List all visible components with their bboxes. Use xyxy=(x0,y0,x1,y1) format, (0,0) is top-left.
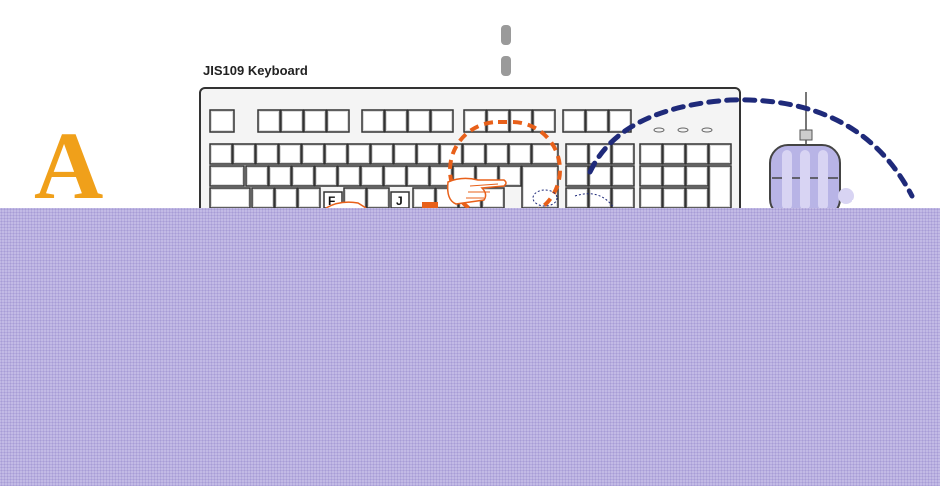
key-face xyxy=(327,146,345,162)
key-face xyxy=(369,190,387,206)
key-face xyxy=(614,190,632,206)
key-face xyxy=(484,190,502,206)
key-face xyxy=(433,112,451,130)
key-face xyxy=(350,146,368,162)
key-j-label: J xyxy=(396,194,403,208)
lavender-overlay-panel xyxy=(0,208,940,486)
key-face xyxy=(591,190,609,206)
key-face xyxy=(304,146,322,162)
function-key-row xyxy=(209,109,632,133)
key-face xyxy=(568,168,586,184)
key-face xyxy=(306,112,324,130)
key-face xyxy=(614,168,632,184)
key-face xyxy=(611,112,629,130)
key-face xyxy=(665,168,683,184)
key-face xyxy=(419,146,437,162)
key-face xyxy=(511,146,529,162)
key-face xyxy=(387,112,405,130)
section-letter: A xyxy=(34,112,104,219)
key-face xyxy=(329,112,347,130)
key-face xyxy=(568,190,586,206)
key-face xyxy=(212,168,242,184)
key-face xyxy=(711,168,729,206)
keyboard-title: JIS109 Keyboard xyxy=(203,63,308,78)
key-face xyxy=(591,168,609,184)
key-face xyxy=(432,168,450,184)
key-face xyxy=(294,168,312,184)
key-face xyxy=(588,112,606,130)
key-face xyxy=(258,146,276,162)
key-face xyxy=(364,112,382,130)
key-face xyxy=(409,168,427,184)
key-face xyxy=(340,168,358,184)
mouse-cable-plug xyxy=(799,129,813,141)
key-face xyxy=(688,190,706,206)
key-j: J xyxy=(390,191,410,209)
key-face xyxy=(642,190,660,206)
key-face xyxy=(711,146,729,162)
key-face xyxy=(466,112,484,130)
orbit-arrow xyxy=(587,97,915,199)
mouse-icon xyxy=(769,144,854,218)
key-face xyxy=(212,112,232,130)
key-face xyxy=(488,146,506,162)
key-face xyxy=(373,146,391,162)
dotted-hint-arc xyxy=(574,193,615,209)
key-face xyxy=(254,190,272,206)
key-face xyxy=(535,112,553,130)
key-face xyxy=(317,168,335,184)
key-face xyxy=(665,146,683,162)
key-face xyxy=(642,168,660,184)
top-dash-marker xyxy=(501,56,511,76)
key-face xyxy=(465,146,483,162)
key-face xyxy=(410,112,428,130)
dotted-hint-ellipse xyxy=(532,189,558,207)
key-face xyxy=(212,146,230,162)
key-face xyxy=(363,168,381,184)
indicator-light xyxy=(677,127,689,133)
main-key-block xyxy=(209,143,559,209)
key-face xyxy=(568,146,586,162)
key-face xyxy=(271,168,289,184)
key-face xyxy=(212,190,248,206)
indicator-light xyxy=(653,127,665,133)
left-hand-icon xyxy=(325,201,367,209)
key-face xyxy=(565,112,583,130)
key-face xyxy=(665,190,683,206)
numpad-key-block xyxy=(565,143,732,209)
key-face xyxy=(281,146,299,162)
key-face xyxy=(386,168,404,184)
key-face xyxy=(614,146,632,162)
finger-marker xyxy=(422,202,438,208)
key-face xyxy=(300,190,318,206)
key-face xyxy=(688,146,706,162)
key-face xyxy=(248,168,266,184)
pointing-hand-icon xyxy=(446,177,507,205)
key-face xyxy=(396,146,414,162)
key-face xyxy=(277,190,295,206)
key-face xyxy=(260,112,278,130)
key-face xyxy=(235,146,253,162)
key-face xyxy=(501,168,519,184)
indicator-light xyxy=(701,127,713,133)
key-face xyxy=(534,146,556,162)
top-dash-marker xyxy=(501,25,511,45)
key-face xyxy=(283,112,301,130)
key-face xyxy=(688,168,706,184)
key-f-label: F xyxy=(328,194,335,208)
key-face xyxy=(642,146,660,162)
